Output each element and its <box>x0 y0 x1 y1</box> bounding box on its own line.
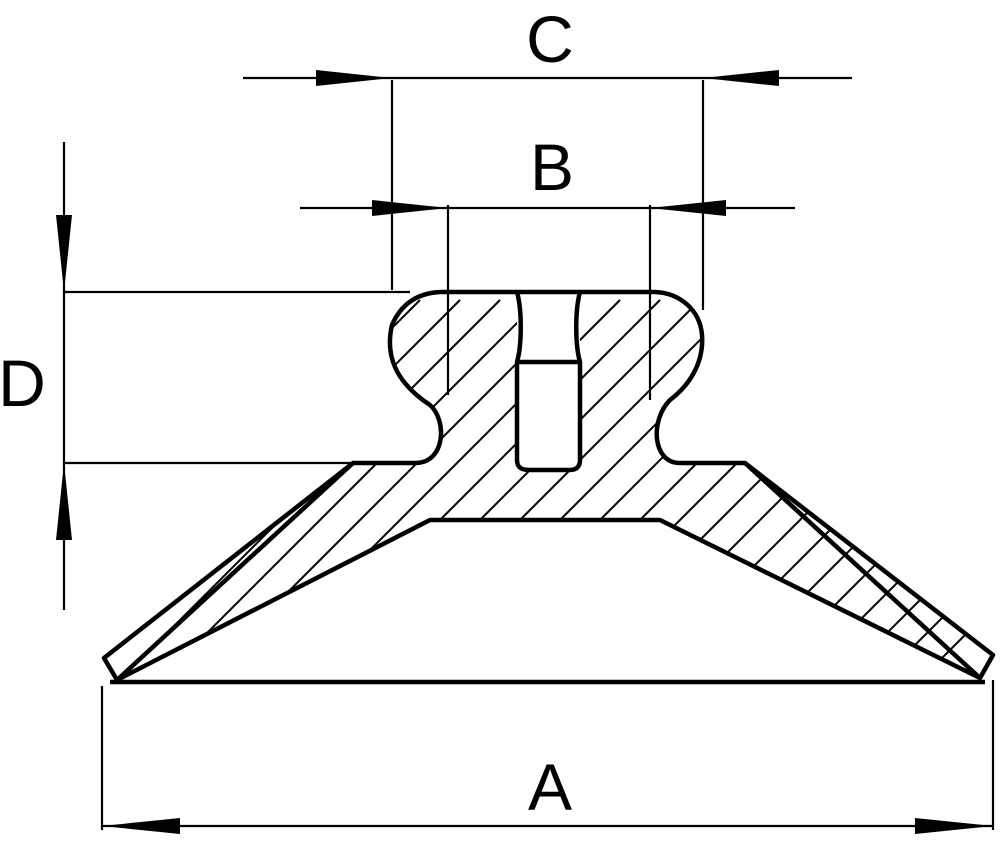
label-a: A <box>528 750 572 824</box>
inner-lip-left <box>115 461 355 682</box>
label-c: C <box>526 2 574 76</box>
section-hatching <box>104 299 993 680</box>
dimension-a: A <box>100 680 995 834</box>
label-d: D <box>0 346 46 420</box>
dimension-c: C <box>243 2 852 310</box>
center-slot <box>517 292 580 470</box>
inner-lip-right <box>743 461 982 680</box>
dimension-d: D <box>0 142 410 610</box>
slot-outline <box>514 291 583 473</box>
cup-profile <box>101 289 996 683</box>
label-b: B <box>530 130 574 204</box>
